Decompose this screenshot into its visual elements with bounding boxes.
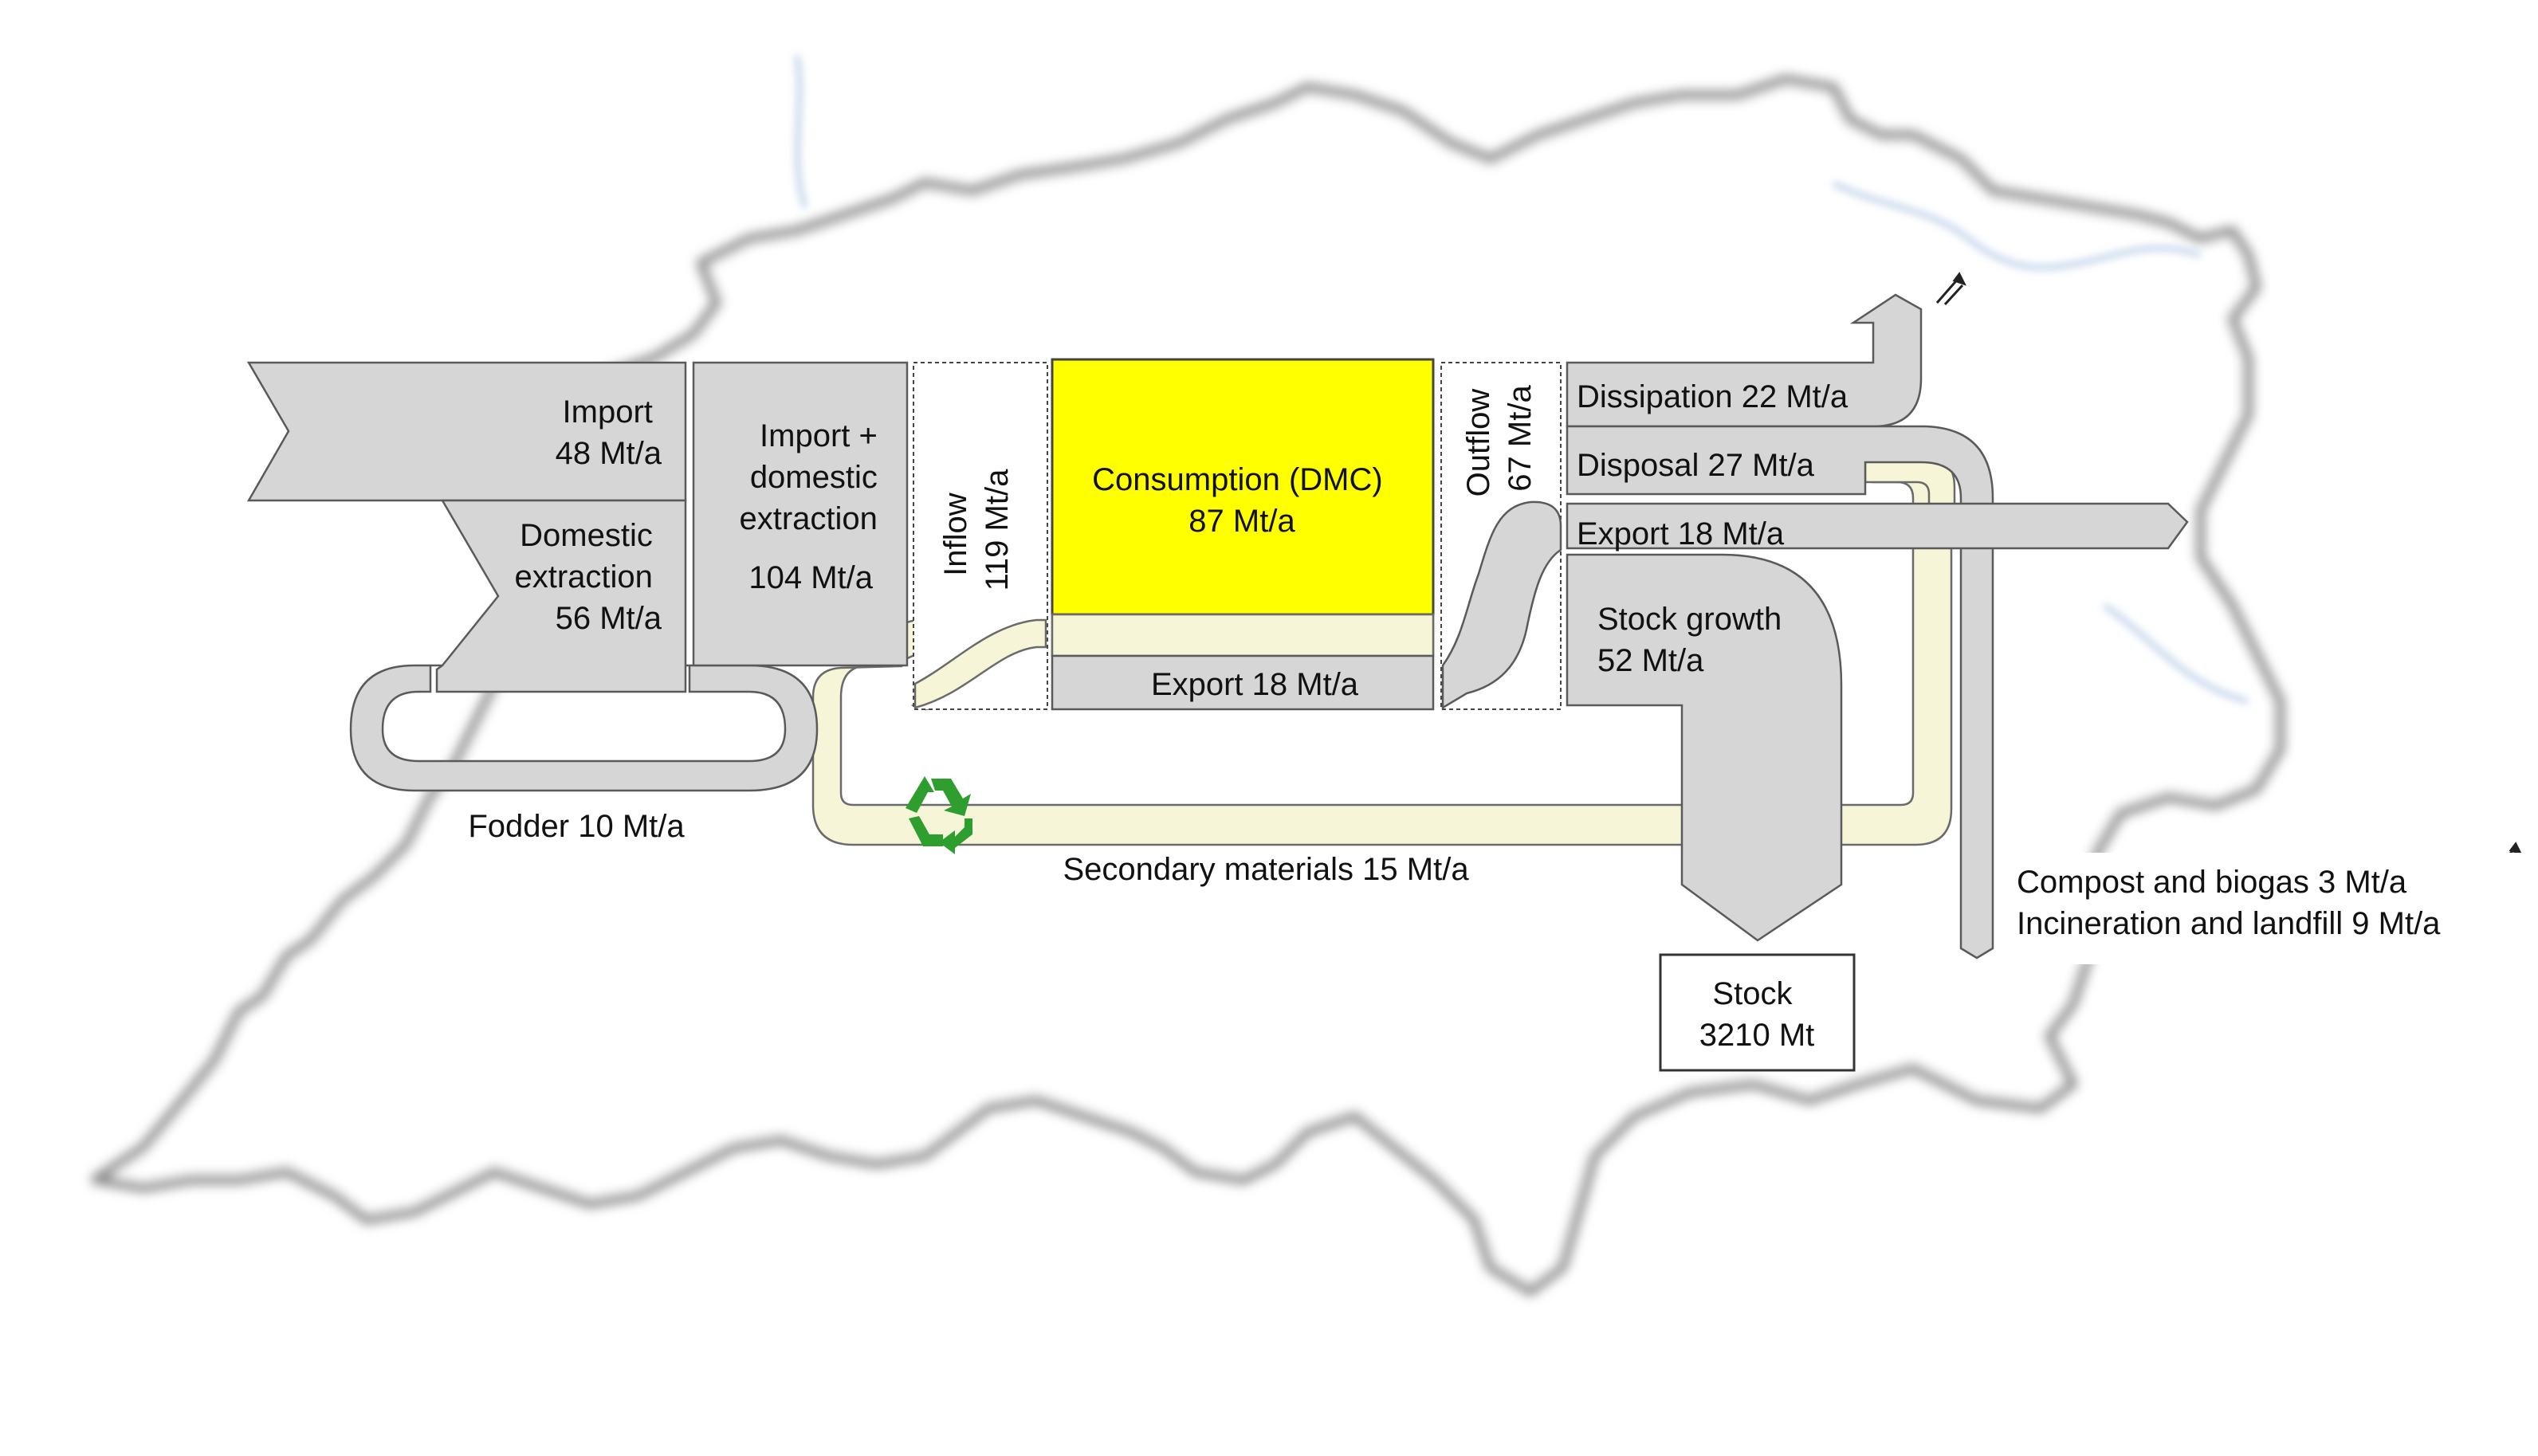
fodder-loop bbox=[349, 664, 819, 792]
domestic-extraction-flow bbox=[435, 499, 687, 693]
dissipation-label: Dissipation 22 Mt/a bbox=[1577, 379, 1848, 414]
disposal-flow bbox=[1566, 425, 1994, 960]
import-domestic-box bbox=[692, 361, 909, 667]
rivers bbox=[795, 55, 2249, 704]
double-arrow-icon bbox=[1935, 272, 1966, 306]
fodder-label: Fodder 10 Mt/a bbox=[468, 809, 685, 844]
outflow-label: Outflow 67 Mt/a bbox=[1461, 380, 1538, 497]
export-inner-label: Export 18 Mt/a bbox=[1151, 667, 1359, 702]
stock-growth-label: Stock growth 52 Mt/a bbox=[1597, 602, 1790, 678]
waste-label-bg bbox=[2009, 853, 2535, 964]
secondary-materials-label: Secondary materials 15 Mt/a bbox=[1063, 852, 1469, 887]
consumption-label: Consumption (DMC) 87 Mt/a bbox=[1092, 462, 1392, 539]
inflow-label: Inflow 119 Mt/a bbox=[938, 469, 1015, 591]
import-label: Import 48 Mt/a bbox=[556, 394, 662, 471]
import-domestic-label: Import + domestic extraction 104 Mt/a bbox=[739, 418, 886, 595]
stock-box bbox=[1659, 953, 1856, 1072]
outflow-return-band bbox=[1441, 500, 1562, 710]
consumption-secondary-band bbox=[1051, 613, 1435, 657]
export-outer-flow bbox=[1566, 502, 2189, 550]
consumption-box bbox=[1051, 358, 1435, 616]
export-inner-box bbox=[1051, 654, 1435, 711]
import-flow bbox=[246, 361, 687, 502]
disposal-label: Disposal 27 Mt/a bbox=[1577, 448, 1815, 483]
recycle-icon bbox=[906, 776, 972, 854]
export-outer-label: Export 18 Mt/a bbox=[1577, 516, 1785, 551]
domestic-extraction-label: Domestic extraction 56 Mt/a bbox=[514, 518, 662, 636]
stock-label: Stock 3210 Mt bbox=[1699, 976, 1815, 1053]
inflow-secondary-band bbox=[913, 618, 1047, 709]
waste-treatment-label: Compost and biogas 3 Mt/a Incineration a… bbox=[2017, 865, 2441, 941]
stock-growth-flow bbox=[1566, 553, 1843, 942]
